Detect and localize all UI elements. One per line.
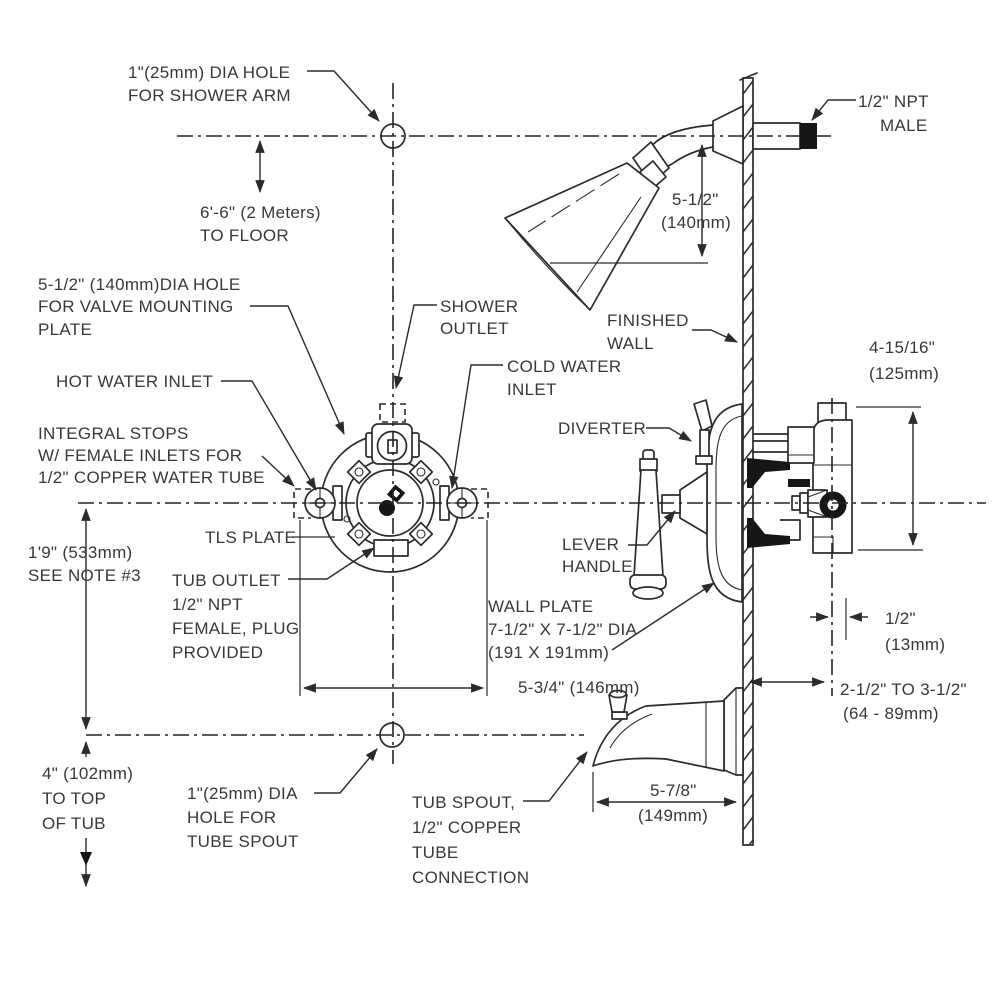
leader-wall-plate	[611, 582, 715, 651]
label-dim-half-2: (13mm)	[885, 635, 945, 654]
label-npt-male-2: MALE	[880, 116, 928, 135]
label-integral-stops-3: 1/2" COPPER WATER TUBE	[38, 468, 265, 487]
label-cold-water: COLD WATER	[507, 357, 621, 376]
label-tub-outlet: TUB OUTLET	[172, 571, 281, 590]
label-to-tub-3: OF TUB	[42, 814, 106, 833]
valve-front-view	[293, 403, 489, 573]
label-tub-outlet-3: FEMALE, PLUG	[172, 619, 299, 638]
leader-npt-male	[811, 99, 856, 121]
bracket-section-lower	[747, 518, 790, 548]
label-rough-in-2: (64 - 89mm)	[843, 704, 939, 723]
label-to-floor: 6'-6" (2 Meters)	[200, 203, 321, 222]
label-integral-stops: INTEGRAL STOPS	[38, 424, 189, 443]
label-tub-spout-2: 1/2" COPPER	[412, 818, 521, 837]
label-shower-arm-hole: 1"(25mm) DIA HOLE	[128, 63, 290, 82]
tub-outlet-port	[373, 539, 409, 557]
label-wall-plate: WALL PLATE	[488, 597, 593, 616]
label-finished-wall: FINISHED	[607, 311, 689, 330]
label-shower-arm-hole-2: FOR SHOWER ARM	[128, 86, 291, 105]
label-to-tub-2: TO TOP	[42, 789, 106, 808]
tub-spout-assembly	[592, 687, 744, 776]
label-spout-hole-2: HOLE FOR	[187, 808, 276, 827]
diverter-knob	[693, 399, 713, 465]
label-head-dim-2: (140mm)	[661, 213, 731, 232]
leader-integral-stops	[261, 455, 295, 487]
label-tub-spout-4: CONNECTION	[412, 868, 529, 887]
label-wall-plate-2: 7-1/2" X 7-1/2" DIA	[488, 620, 637, 639]
label-dim-5-3-4: 5-3/4" (146mm)	[518, 678, 640, 697]
shower-arm-hole-mark	[380, 123, 406, 149]
label-finished-wall-2: WALL	[607, 334, 654, 353]
label-leaders	[221, 70, 856, 802]
spout-diverter-knob	[608, 689, 628, 720]
label-tub-spout: TUB SPOUT,	[412, 793, 515, 812]
label-dim-4-15-16: 4-15/16"	[869, 338, 935, 357]
label-tub-spout-3: TUBE	[412, 843, 459, 862]
shower-head-cone	[504, 162, 660, 311]
label-rough-in: 2-1/2" TO 3-1/2"	[840, 680, 967, 699]
label-spout-hole-3: TUBE SPOUT	[187, 832, 299, 851]
leader-hot-water	[221, 380, 317, 491]
leader-shower-arm-hole	[307, 70, 380, 122]
label-valve-hole-2: FOR VALVE MOUNTING	[38, 297, 234, 316]
leader-diverter	[646, 427, 692, 442]
label-npt-male: 1/2" NPT	[858, 92, 929, 111]
label-shower-outlet: SHOWER	[440, 297, 518, 316]
lever-handle-side	[629, 449, 667, 600]
label-dim-5-7-8-2: (149mm)	[638, 806, 708, 825]
label-wall-plate-3: (191 X 191mm)	[488, 643, 609, 662]
label-cold-water-2: INLET	[507, 380, 557, 399]
leader-tub-spout	[523, 751, 588, 802]
spout-flange	[723, 687, 744, 776]
label-tub-outlet-2: 1/2" NPT	[172, 595, 243, 614]
leader-lever-handle	[628, 510, 676, 546]
label-valve-hole: 5-1/2" (140mm)DIA HOLE	[38, 275, 241, 294]
label-diverter: DIVERTER	[558, 419, 646, 438]
bracket-section-upper	[747, 458, 790, 488]
valve-body-rough	[747, 402, 853, 554]
label-dim-half: 1/2"	[885, 609, 916, 628]
shower-arm-flange	[712, 105, 744, 165]
label-note3-2: SEE NOTE #3	[28, 566, 141, 585]
label-dim-4-15-16-2: (125mm)	[869, 364, 939, 383]
valve-bolt-tabs	[343, 459, 440, 547]
leader-tub-outlet	[288, 547, 375, 580]
label-tub-outlet-4: PROVIDED	[172, 643, 263, 662]
dimension-lines	[80, 139, 923, 888]
centerlines	[78, 83, 986, 764]
leader-finished-wall	[692, 329, 738, 343]
label-to-floor-2: TO FLOOR	[200, 226, 289, 245]
leader-cold-water	[449, 364, 503, 490]
leader-shower-outlet	[393, 304, 437, 390]
text-labels: 1"(25mm) DIA HOLE FOR SHOWER ARM 1/2" NP…	[28, 63, 967, 887]
leader-valve-hole	[250, 305, 345, 435]
label-note3: 1'9" (533mm)	[28, 543, 133, 562]
label-hot-water: HOT WATER INLET	[56, 372, 213, 391]
label-tls-plate: TLS PLATE	[205, 528, 296, 547]
label-lever-handle-2: HANDLE	[562, 557, 633, 576]
tub-spout-hole-mark	[379, 722, 405, 748]
label-to-tub: 4" (102mm)	[42, 764, 133, 783]
label-valve-hole-3: PLATE	[38, 320, 92, 339]
valve-side-view	[629, 399, 853, 603]
label-shower-outlet-2: OUTLET	[440, 319, 509, 338]
label-dim-5-7-8: 5-7/8"	[650, 781, 697, 800]
leader-spout-hole	[314, 748, 378, 794]
label-spout-hole: 1"(25mm) DIA	[187, 784, 298, 803]
label-lever-handle: LEVER	[562, 535, 619, 554]
label-integral-stops-2: W/ FEMALE INLETS FOR	[38, 446, 242, 465]
label-head-dim: 5-1/2"	[672, 190, 719, 209]
